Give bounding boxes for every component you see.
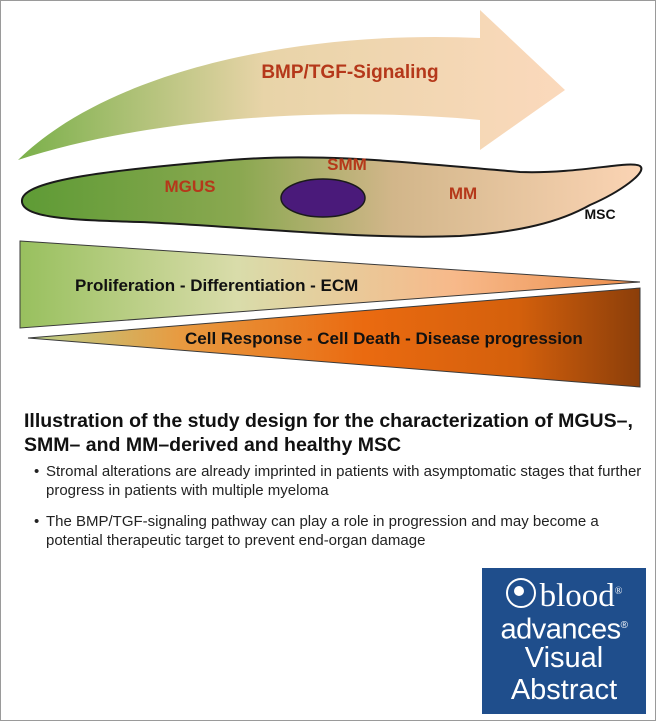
abstract-title: Illustration of the study design for the… [24, 410, 633, 456]
band-proliferation-label: Proliferation - Differentiation - ECM [75, 276, 358, 295]
diagram: BMP/TGF-Signaling MGUS SMM MM MSC Prolif… [18, 10, 643, 388]
logo-word-blood: blood [539, 578, 615, 614]
signaling-arrow [18, 10, 565, 160]
logo-word-advances: advances [500, 613, 621, 646]
label-mm: MM [449, 184, 477, 203]
logo-line-visual: Visual [524, 642, 604, 674]
logo-line-advances: advances® [482, 610, 646, 646]
bullet-item-stromal: • Stromal alterations are already imprin… [34, 462, 644, 500]
logo-line-blood: blood® [482, 574, 646, 614]
logo-line-abstract: Abstract [510, 674, 618, 706]
band-disease-label: Cell Response - Cell Death - Disease pro… [185, 329, 583, 348]
bullet-list: • Stromal alterations are already imprin… [34, 462, 644, 562]
ash-seal-icon [505, 578, 536, 608]
blood-advances-logo: blood® advances® Visual Abstract [482, 568, 646, 714]
bullet-text: Stromal alterations are already imprinte… [46, 463, 642, 499]
bullet-marker: • [34, 463, 40, 480]
registered-mark-2: ® [620, 620, 628, 631]
cell-nucleus [280, 178, 366, 218]
registered-mark: ® [614, 586, 623, 597]
bullet-text: The BMP/TGF-signaling pathway can play a… [46, 513, 599, 549]
bullet-marker: • [34, 513, 40, 530]
band-proliferation [19, 240, 641, 329]
band-disease-progression [27, 287, 641, 388]
label-mgus: MGUS [165, 177, 216, 196]
label-msc: MSC [584, 206, 615, 222]
label-smm: SMM [327, 155, 367, 174]
bullet-item-signaling: • The BMP/TGF-signaling pathway can play… [34, 512, 644, 550]
arrow-label: BMP/TGF-Signaling [261, 62, 438, 83]
